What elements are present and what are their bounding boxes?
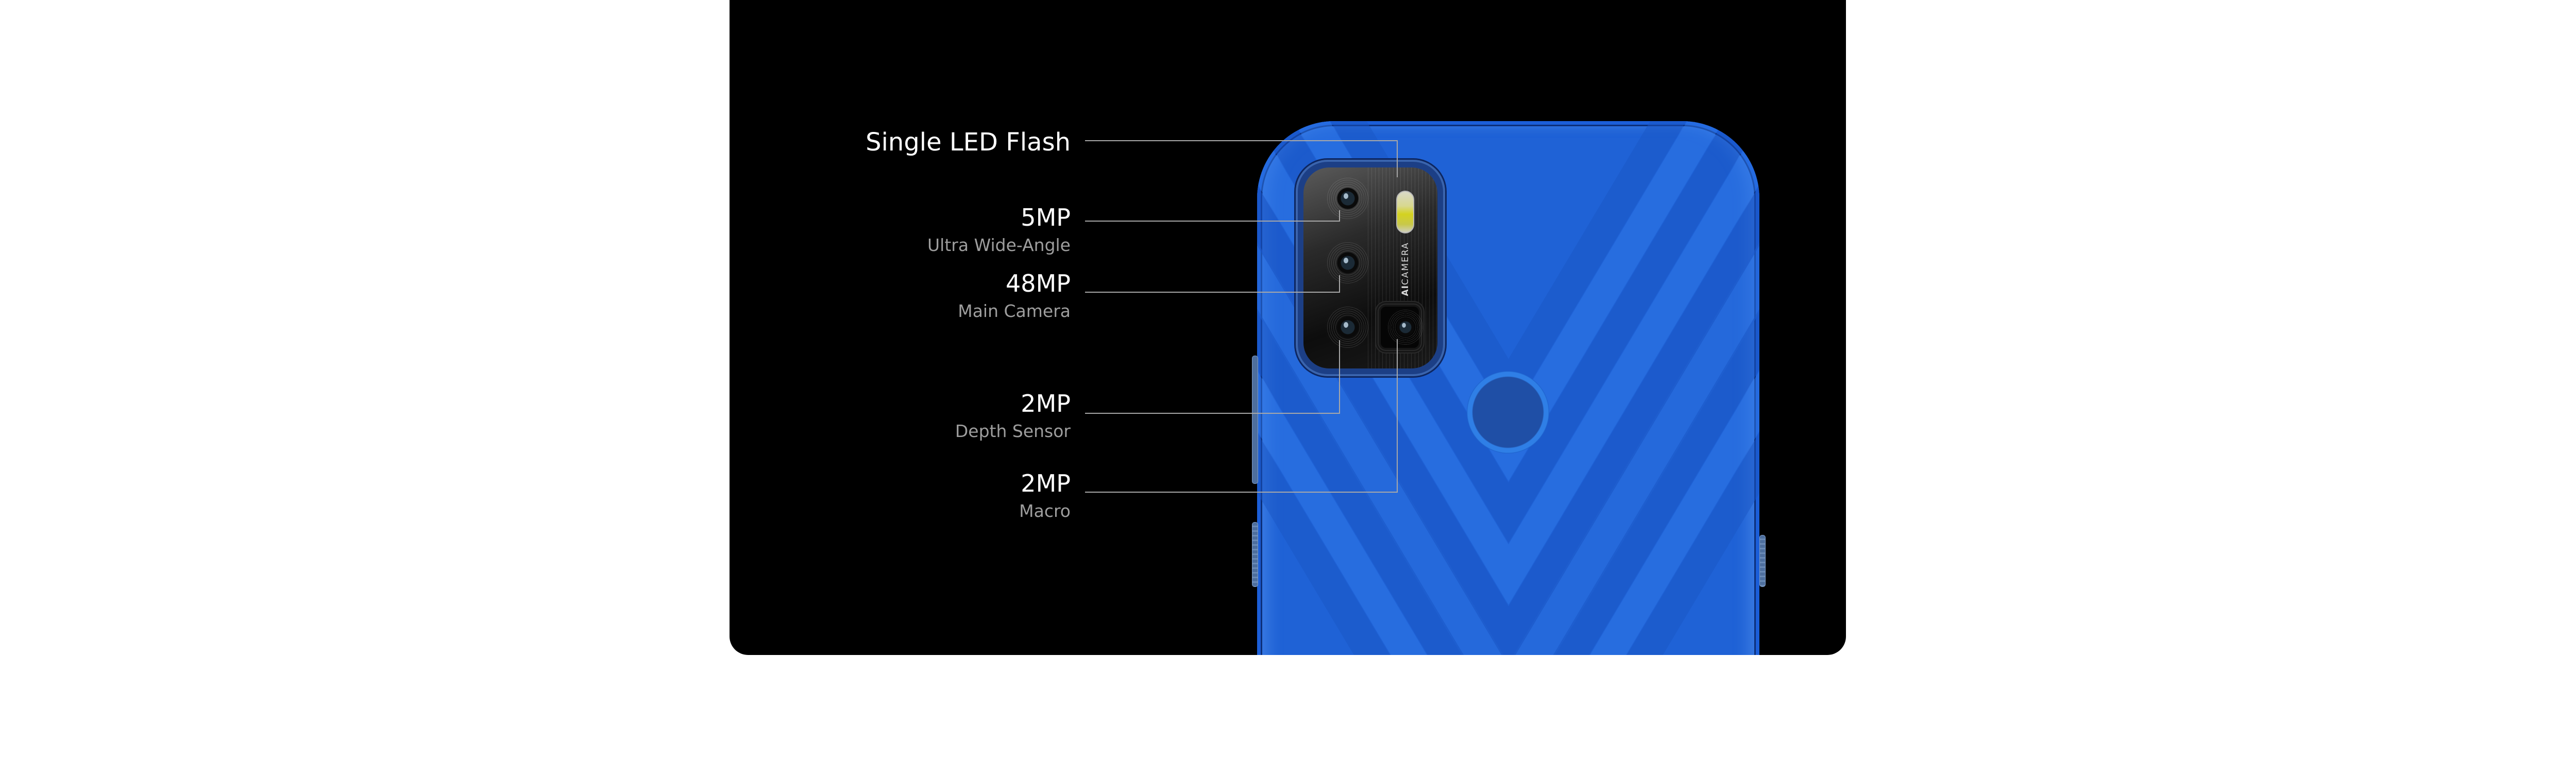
led-flash-icon <box>1396 191 1414 233</box>
callout-subtitle: Depth Sensor <box>955 421 1071 441</box>
callout-subtitle: Ultra Wide-Angle <box>927 235 1071 255</box>
ai-camera-badge: AICAMERA <box>1400 242 1411 296</box>
callout-title: 2MP <box>1021 390 1071 417</box>
callout-ultra-wide: 5MP Ultra Wide-Angle <box>927 206 1071 254</box>
callout-line-macro <box>1085 492 1397 493</box>
camera-module: AICAMERA <box>1296 160 1445 376</box>
ultra-wide-lens-icon <box>1326 176 1370 221</box>
callout-macro: 2MP Macro <box>1019 472 1071 519</box>
callout-line-main <box>1085 292 1340 293</box>
power-button <box>1759 535 1766 587</box>
callout-line-flash-drop <box>1397 140 1398 177</box>
macro-lens-icon <box>1386 308 1425 346</box>
main-camera-lens-icon <box>1326 241 1370 285</box>
callout-line-macro-drop <box>1397 339 1398 493</box>
callout-line-flash <box>1085 140 1397 141</box>
product-feature-panel: AICAMERA Single LED Flash 5MP Ultra Wide… <box>730 0 1846 655</box>
callout-line-depth-drop <box>1339 340 1340 414</box>
side-key-left <box>1252 522 1258 587</box>
camera-glass: AICAMERA <box>1303 167 1437 368</box>
fingerprint-sensor-icon <box>1467 371 1549 453</box>
callout-line-main-drop <box>1339 275 1340 293</box>
depth-sensor-lens-icon <box>1326 305 1370 349</box>
callout-title: 2MP <box>1021 469 1071 497</box>
callout-line-depth <box>1085 413 1340 414</box>
callout-flash: Single LED Flash <box>866 130 1071 155</box>
callout-title: Single LED Flash <box>866 128 1071 157</box>
callout-title: 5MP <box>1021 204 1071 231</box>
callout-depth-sensor: 2MP Depth Sensor <box>955 392 1071 440</box>
callout-line-ultrawide <box>1085 221 1340 222</box>
callout-line-ultrawide-drop <box>1339 210 1340 222</box>
callout-title: 48MP <box>1006 270 1071 297</box>
callout-subtitle: Macro <box>1019 501 1071 521</box>
callout-main-camera: 48MP Main Camera <box>958 272 1071 320</box>
volume-button <box>1252 356 1258 484</box>
callout-subtitle: Main Camera <box>958 301 1071 321</box>
